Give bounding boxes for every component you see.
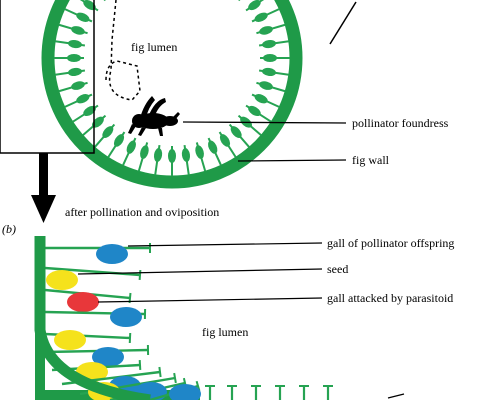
fig-lumen-label-b: fig lumen <box>202 325 248 339</box>
floret <box>260 54 290 62</box>
floret-empty <box>227 385 237 400</box>
floret <box>153 144 163 175</box>
floret <box>54 54 84 62</box>
floret <box>237 114 262 137</box>
transition-label: after pollination and oviposition <box>65 205 219 219</box>
fig-wall-b-curve <box>34 236 151 400</box>
floret-seed <box>44 266 142 290</box>
floret-empty <box>251 385 261 400</box>
gall-offspring-leader <box>127 242 323 247</box>
floret-gall-offspring <box>44 307 147 327</box>
floret <box>181 144 191 175</box>
floret <box>258 39 289 49</box>
floret-gall-parasitoid <box>44 288 132 312</box>
floret <box>251 93 280 108</box>
floret <box>245 0 265 12</box>
pollinator-foundress-icon <box>128 96 180 136</box>
pollinator-foundress-label: pollinator foundress <box>352 116 449 130</box>
florets-b <box>34 236 333 400</box>
floret <box>168 146 176 176</box>
floret <box>207 137 222 166</box>
floret <box>55 67 86 77</box>
floret <box>256 81 286 93</box>
seed-leader <box>77 268 323 275</box>
panel-a: fig lumen pollinator foundress fig wall <box>0 0 449 189</box>
seed-label: seed <box>327 262 348 276</box>
floret <box>251 8 280 23</box>
fig-wall-label: fig wall <box>352 153 390 167</box>
floret <box>218 131 237 158</box>
floret <box>107 131 126 158</box>
floret-empty <box>323 385 333 400</box>
floret <box>228 123 251 148</box>
panel-b-indicator-line <box>387 393 405 399</box>
floret-gall-offspring <box>149 380 201 400</box>
foundress-leader <box>182 121 347 124</box>
floret <box>195 142 207 172</box>
floret-empty <box>275 385 285 400</box>
floret <box>58 23 88 35</box>
floret-empty <box>205 385 215 400</box>
panel-a-indicator-line <box>329 1 357 45</box>
floret <box>256 23 286 35</box>
gall-parasitoid-label: gall attacked by parasitoid <box>327 291 453 305</box>
transition-arrow <box>31 153 56 223</box>
floret <box>64 8 93 23</box>
floret <box>93 123 116 148</box>
floret-seed <box>44 330 132 350</box>
floret-gall-offspring <box>45 243 151 264</box>
floret <box>55 39 86 49</box>
gall-offspring-label: gall of pollinator offspring <box>327 236 454 250</box>
floret <box>122 137 137 166</box>
panel-b-letter: (b) <box>2 222 16 236</box>
floret <box>64 93 93 108</box>
floret <box>245 104 272 123</box>
fig-lumen-label-a: fig lumen <box>131 40 177 54</box>
floret <box>137 142 149 172</box>
floret <box>58 81 88 93</box>
florets-a <box>54 0 290 176</box>
floret <box>258 67 289 77</box>
wall-leader <box>237 159 347 162</box>
panel-b: (b) gall of pollinator offspring seed ga… <box>2 222 454 400</box>
fig-wall-a <box>41 0 303 189</box>
gall-parasitoid-leader <box>97 297 323 303</box>
floret-gall-offspring <box>44 344 150 367</box>
floret-empty <box>299 385 309 400</box>
